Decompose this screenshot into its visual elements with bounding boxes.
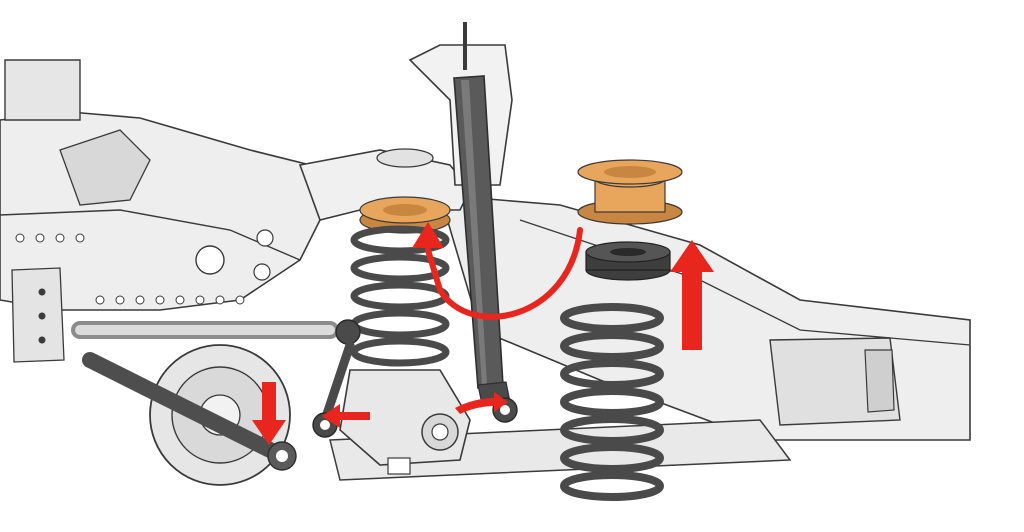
front-coil-spring xyxy=(350,225,450,367)
spacer-relocate-arrow xyxy=(425,227,583,320)
axle-knuckle xyxy=(339,369,471,475)
frame-rail xyxy=(0,59,331,363)
spacer-relocate-arrowhead xyxy=(412,222,444,248)
sway-bar-drop-arrow xyxy=(252,382,286,445)
track-bar xyxy=(82,352,297,471)
link-relocate-arrow xyxy=(322,404,370,428)
rear-spacer-lift-arrow xyxy=(670,240,714,350)
sway-bar xyxy=(71,319,361,345)
arrows xyxy=(252,222,714,445)
rear-spring-isolator xyxy=(585,241,671,281)
shock-relocate-arrow xyxy=(455,392,508,414)
frame-rail-extension xyxy=(438,194,971,441)
rear-spring-spacer xyxy=(577,159,683,225)
rear-coil-spring xyxy=(560,303,664,501)
